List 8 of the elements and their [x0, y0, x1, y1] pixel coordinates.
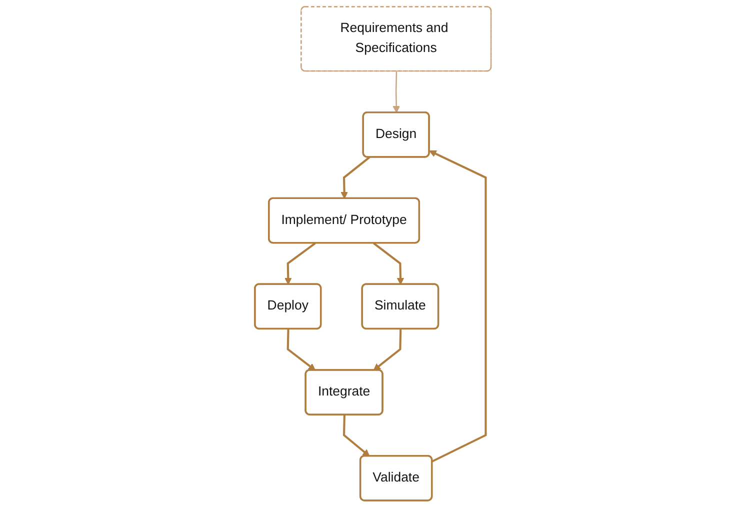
arrow — [284, 242, 316, 285]
arrow — [372, 242, 404, 285]
arrow — [372, 329, 402, 371]
arrow — [342, 414, 370, 457]
arrow — [286, 329, 316, 371]
arrow — [340, 156, 370, 199]
arrow — [428, 150, 486, 462]
arrow — [392, 71, 400, 114]
